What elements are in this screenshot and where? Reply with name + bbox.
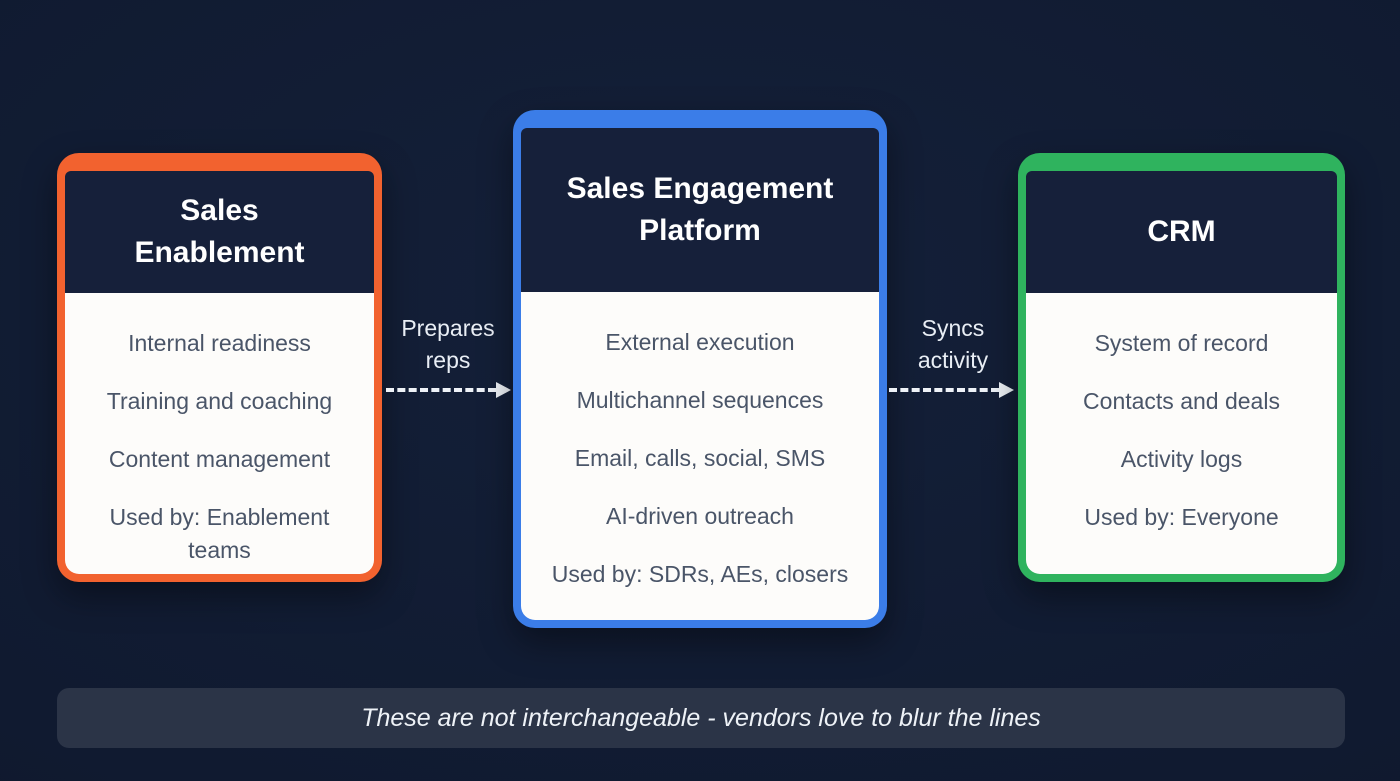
card-item: Used by: Enablement teams — [109, 504, 330, 563]
card-item: Training and coaching — [106, 388, 333, 414]
card-crm-header: CRM — [1026, 171, 1337, 293]
card-crm: CRM System of record Contacts and deals … — [1018, 153, 1345, 582]
card-sales-engagement-platform-title: Sales Engagement Platform — [566, 172, 834, 247]
card-sales-engagement-platform-body: External execution Multichannel sequence… — [521, 292, 879, 620]
footer-banner: These are not interchangeable - vendors … — [57, 688, 1345, 748]
card-item: System of record — [1094, 330, 1269, 356]
arrowhead-right-icon — [496, 382, 511, 398]
card-item: Contacts and deals — [1083, 388, 1280, 414]
card-sales-engagement-platform: Sales Engagement Platform External execu… — [513, 110, 887, 628]
arrow-prepares-reps — [386, 382, 511, 398]
card-item: Content management — [108, 446, 331, 472]
card-sales-enablement-header: Sales Enablement — [65, 171, 374, 293]
card-crm-title: CRM — [1147, 215, 1216, 248]
arrow-label-prepares-reps: Prepares reps — [401, 315, 495, 373]
card-item: Multichannel sequences — [576, 387, 824, 413]
card-item: Email, calls, social, SMS — [574, 445, 826, 471]
card-sales-enablement-title: Sales Enablement — [134, 194, 305, 269]
card-sales-engagement-platform-header: Sales Engagement Platform — [521, 128, 879, 292]
card-item: Internal readiness — [128, 330, 311, 356]
card-item: Used by: SDRs, AEs, closers — [551, 561, 849, 587]
arrow-label-syncs-activity: Syncs activity — [917, 315, 989, 373]
card-item: Used by: Everyone — [1084, 504, 1279, 530]
card-item: AI-driven outreach — [606, 503, 794, 529]
card-item: External execution — [605, 329, 795, 355]
footer-banner-text: These are not interchangeable - vendors … — [361, 703, 1041, 732]
arrow-syncs-activity — [889, 382, 1014, 398]
card-crm-body: System of record Contacts and deals Acti… — [1026, 293, 1337, 574]
card-sales-enablement-body: Internal readiness Training and coaching… — [65, 293, 374, 574]
card-item: Activity logs — [1120, 446, 1243, 472]
card-sales-enablement: Sales Enablement Internal readiness Trai… — [57, 153, 382, 582]
arrowhead-right-icon — [999, 382, 1014, 398]
